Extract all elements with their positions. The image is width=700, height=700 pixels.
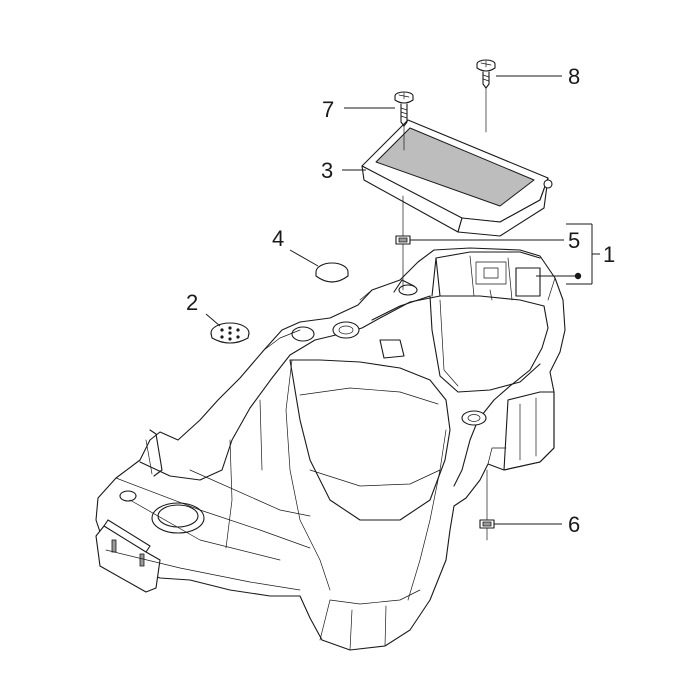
compartment-lid [361, 119, 553, 237]
bullet-dot-icon [574, 272, 582, 280]
vented-plug-2 [210, 322, 250, 344]
callout-6: 6 [568, 512, 580, 537]
screw-8 [476, 59, 496, 89]
callout-4: 4 [272, 226, 284, 251]
rubber-plug-4 [315, 262, 349, 283]
callout-8: 8 [568, 64, 580, 89]
clip-nut-5 [395, 235, 411, 245]
callout-3: 3 [321, 158, 333, 183]
leader-lines [205, 75, 600, 541]
callout-1: 1 [603, 242, 615, 267]
callout-2: 2 [186, 290, 198, 315]
callout-5: 5 [568, 228, 580, 253]
helmet-compartment [95, 247, 566, 651]
callout-7: 7 [322, 97, 334, 122]
callout-labels: 7 8 3 4 5 1 2 6 [186, 64, 615, 537]
clip-nut-6 [479, 519, 495, 529]
